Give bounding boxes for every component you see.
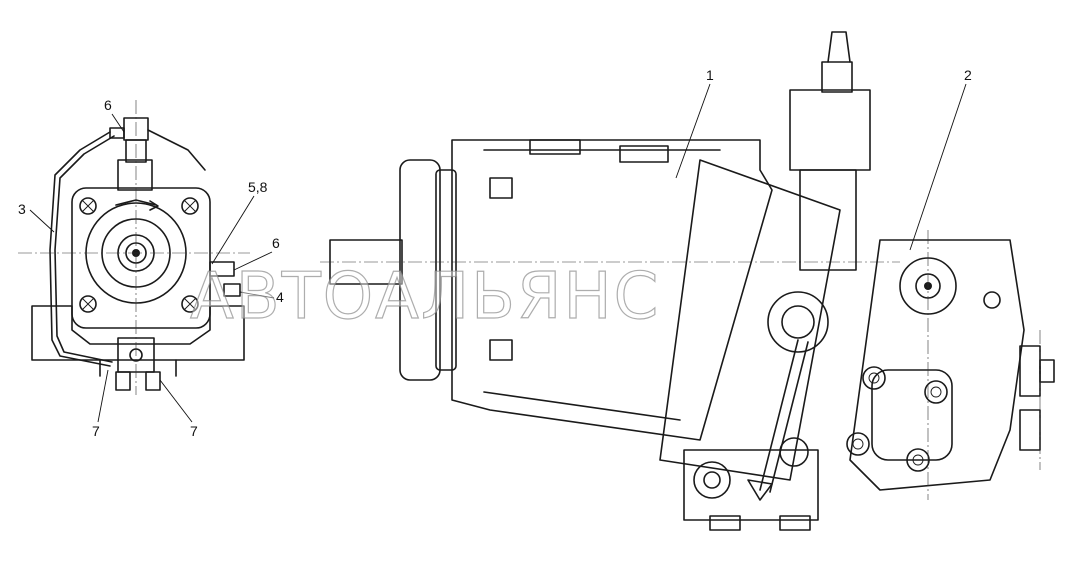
corner-bolt-bl: [79, 295, 97, 313]
regulator-bolt-3: [846, 432, 870, 456]
callout-5-8: 5,8: [248, 179, 268, 195]
corner-bolt-tl: [79, 197, 97, 215]
callout-3: 3: [18, 201, 26, 217]
corner-bolt-tr: [181, 197, 199, 215]
callout-7-right: 7: [190, 423, 198, 439]
callout-6-top: 6: [104, 97, 112, 113]
pump-end-view: [18, 100, 250, 395]
regulator-bolt-4: [906, 448, 930, 472]
callout-6-right: 6: [272, 235, 280, 251]
callout-4: 4: [276, 289, 284, 305]
regulator-bolt-1: [862, 366, 886, 390]
watermark-logo: АВТОАЛЬЯНС: [190, 260, 660, 334]
regulator-bolt-2: [924, 380, 948, 404]
pump-side-view: [320, 31, 1055, 531]
corner-bolt-br: [181, 295, 199, 313]
callout-2: 2: [964, 67, 972, 83]
callout-7-left: 7: [92, 423, 100, 439]
callout-1: 1: [706, 67, 714, 83]
callouts: 6 3 5,8 6 4 7 7 1 2: [18, 67, 972, 439]
